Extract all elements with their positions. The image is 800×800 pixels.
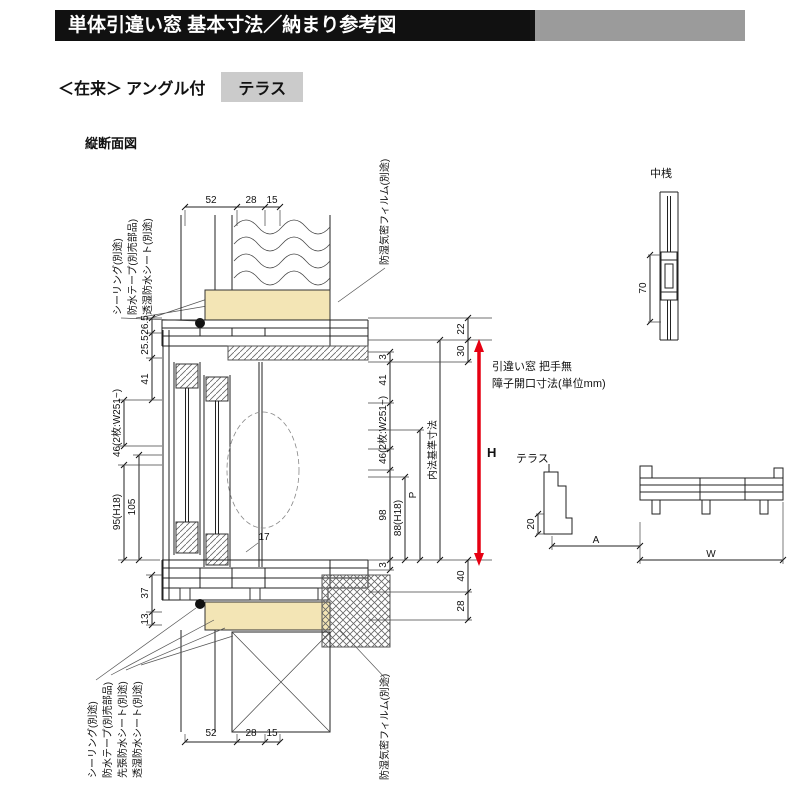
dim-46-mid: 46(2枚:W251~) — [376, 396, 389, 464]
dim-top-28: 28 — [245, 195, 257, 206]
callout-tape-bottom: 防水テープ(別売部品) — [101, 682, 114, 778]
dim-uchinori: 内法基準寸法 — [426, 420, 439, 480]
dim-105: 105 — [127, 498, 138, 515]
dim-25-5: 25.5 — [140, 335, 151, 355]
dim-26-5: 26.5 — [140, 315, 151, 335]
callout-sheet-bottom: 透湿防水シート(別途) — [131, 681, 144, 778]
dim-bottom-28: 28 — [245, 728, 257, 739]
dim-41-mid: 41 — [378, 374, 389, 386]
dim-17: 17 — [258, 532, 270, 543]
sash-a-bottom-rail — [175, 521, 199, 554]
h-arrow-head-bottom — [474, 553, 484, 566]
dim-a: A — [593, 535, 600, 546]
callout-sakibari-bottom: 先張防水シート(別途) — [116, 681, 129, 778]
callout-film-bottom: 防湿気密フィルム(別途) — [378, 674, 391, 780]
seal-backer-bottom — [204, 601, 331, 631]
clearance-arc — [226, 411, 300, 529]
dim-3-bottom: 3 — [378, 562, 389, 568]
dim-88: 88(H18) — [393, 500, 404, 536]
section-drawing-svg: 縦断面図 52 28 15 シーリング(別途) 防水テープ(別売部品) 透湿防水… — [85, 136, 787, 780]
sealing-dot-bottom — [195, 599, 205, 609]
note: 引違い窓 把手無 障子開口寸法(単位mm) — [492, 359, 606, 390]
section-label: 縦断面図 — [85, 136, 137, 151]
callout-tape-top: 防水テープ(別売部品) — [126, 219, 139, 315]
seal-backer-top — [204, 289, 331, 321]
dim-40: 40 — [456, 570, 467, 582]
dim-28-right: 28 — [456, 600, 467, 612]
interior-trim-top — [227, 345, 369, 361]
dim-top-52: 52 — [205, 195, 217, 206]
sashes — [162, 330, 300, 600]
dim-46-left: 46(2枚:W251~) — [110, 389, 123, 457]
subheader: ＜在来＞ アングル付 テラス — [58, 72, 304, 102]
top-callouts: シーリング(別途) 防水テープ(別売部品) 透湿防水シート(別途) 防湿気密フィ… — [111, 159, 391, 322]
title-bar-gray-extension — [535, 10, 745, 41]
head-frame — [161, 319, 369, 361]
mortar-block — [321, 574, 391, 648]
wall-bottom — [180, 574, 391, 733]
subheader-type: アングル付 — [126, 81, 206, 98]
dim-p: P — [408, 491, 419, 498]
drawing-area: 縦断面図 52 28 15 シーリング(別途) 防水テープ(別売部品) 透湿防水… — [0, 130, 800, 800]
page-title: 単体引違い窓 基本寸法／納まり参考図 — [55, 10, 535, 41]
sash-a-top-rail — [175, 363, 199, 389]
sash-b-bottom-rail — [205, 533, 229, 566]
right-dimensions: 22 30 40 28 H — [456, 314, 496, 624]
dim-37: 37 — [140, 587, 151, 599]
dim-41-left: 41 — [140, 373, 151, 385]
dim-w: W — [706, 549, 716, 560]
middle-rail — [660, 251, 678, 301]
dim-bottom-15: 15 — [266, 728, 278, 739]
sash-b-top-rail — [205, 376, 229, 402]
nakazan-label: 中桟 — [650, 166, 672, 180]
left-dimensions: 26.5 25.5 41 46(2枚:W251~) 95(H18) 105 37… — [110, 314, 162, 629]
h-arrow-head-top — [474, 339, 484, 352]
nakazan-detail: 中桟 70 — [638, 166, 679, 341]
dim-98: 98 — [378, 509, 389, 521]
framing-box — [231, 631, 331, 733]
subheader-prefix: ＜在来＞ — [58, 81, 123, 98]
callout-sealing-top: シーリング(別途) — [111, 238, 124, 315]
wall-top — [180, 215, 331, 328]
callout-sealing-bottom: シーリング(別途) — [86, 701, 99, 778]
bottom-dimensions: 52 28 15 — [181, 728, 284, 746]
dim-70: 70 — [638, 282, 649, 294]
bottom-callouts: シーリング(別途) 防水テープ(別売部品) 先張防水シート(別途) 透湿防水シー… — [86, 607, 391, 780]
note-line2: 障子開口寸法(単位mm) — [492, 376, 606, 390]
dim-22: 22 — [456, 323, 467, 335]
middle-dimensions: 3 41 46(2枚:W251~) 98 88(H18) P 内法基準寸法 3 — [368, 317, 492, 621]
dim-13: 13 — [140, 613, 151, 625]
terrace-label: テラス — [516, 453, 549, 465]
dim-30: 30 — [456, 345, 467, 357]
dim-h: H — [487, 445, 496, 460]
dim-top-15: 15 — [266, 195, 278, 206]
callout-film-top: 防湿気密フィルム(別途) — [378, 159, 391, 265]
terrace-sill-profile — [639, 477, 784, 501]
terrace-detail: テラス 20 A W — [516, 453, 787, 564]
dim-3-top: 3 — [378, 354, 389, 360]
callout-sheet-top: 透湿防水シート(別途) — [141, 218, 154, 315]
terrace-badge: テラス — [221, 72, 304, 102]
note-line1: 引違い窓 把手無 — [492, 359, 572, 373]
title-bar: 単体引違い窓 基本寸法／納まり参考図 — [55, 10, 745, 41]
dim-20: 20 — [526, 518, 537, 530]
dim-bottom-52: 52 — [205, 728, 217, 739]
dim-95: 95(H18) — [112, 494, 123, 530]
top-dimensions: 52 28 15 — [181, 195, 284, 226]
